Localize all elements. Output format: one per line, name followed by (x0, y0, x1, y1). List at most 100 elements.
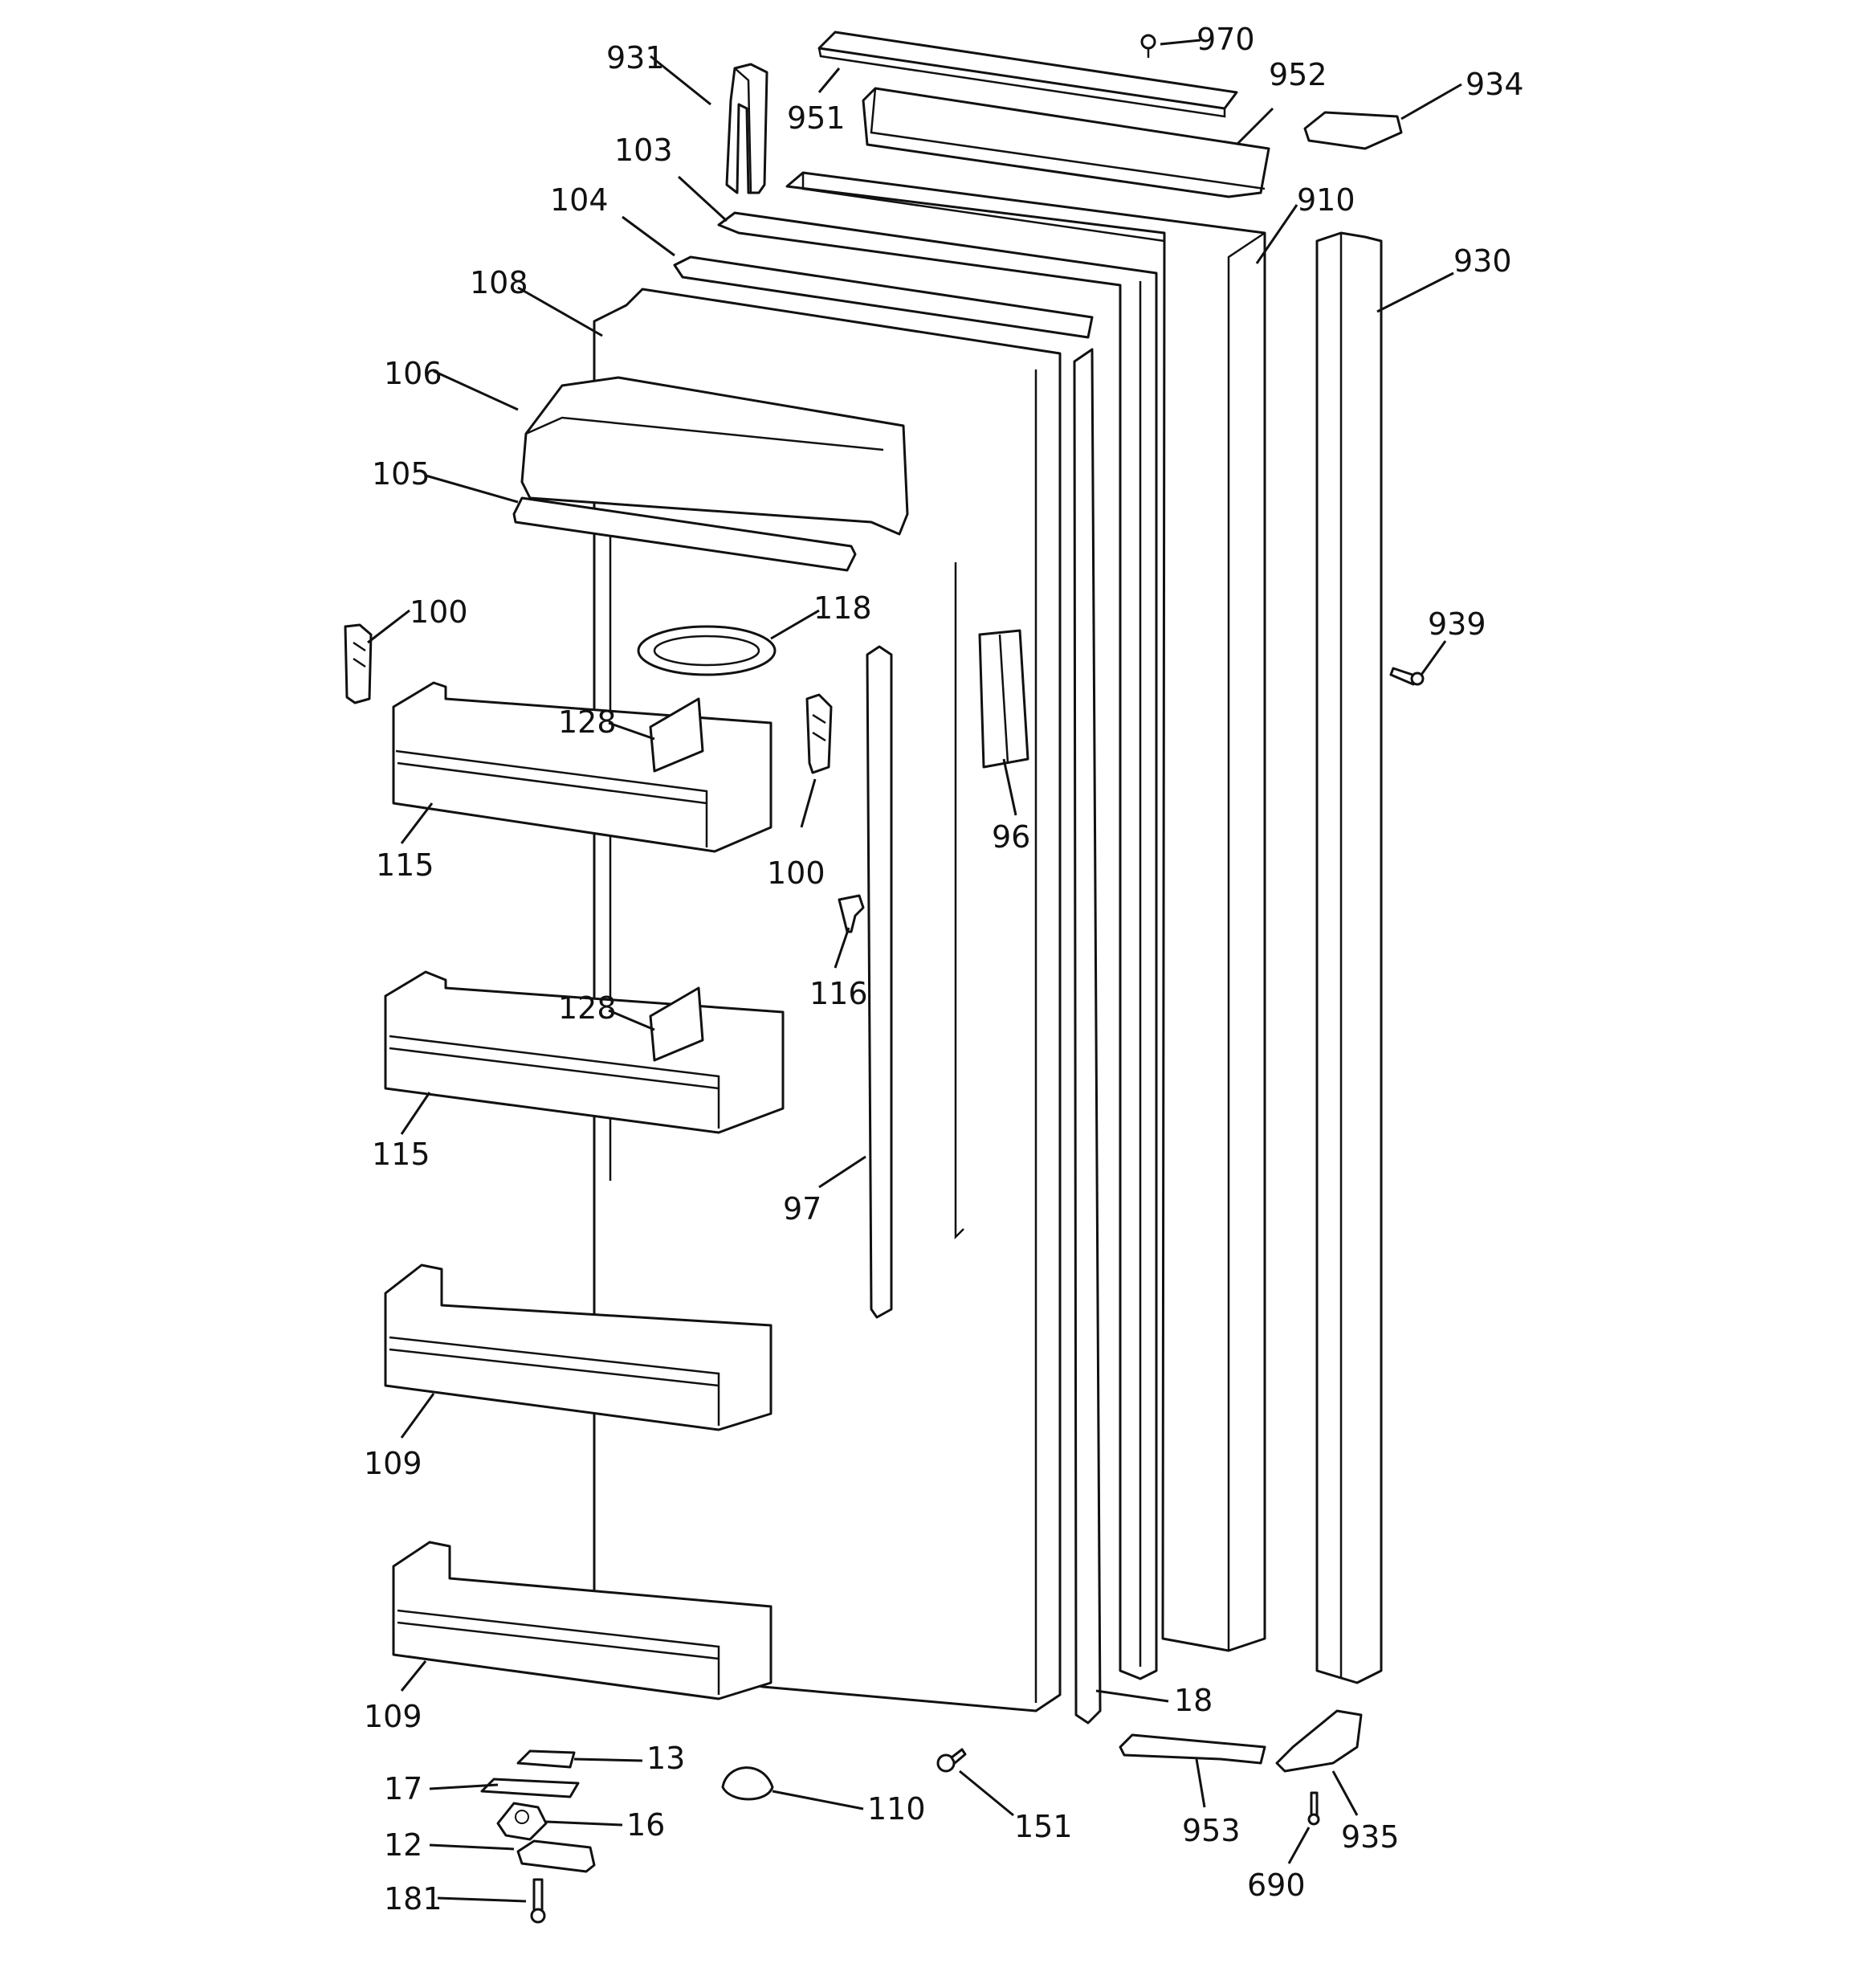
callout-108: 108 (470, 265, 528, 300)
part-96-tape (978, 629, 1029, 769)
callout-103: 103 (614, 133, 673, 168)
callout-931: 931 (606, 40, 665, 76)
part-181-screw (530, 1878, 546, 1924)
part-110-plug (721, 1766, 774, 1801)
part-910-outer-door (785, 171, 1266, 1652)
callout-118: 118 (813, 590, 872, 626)
part-951-top-trim (817, 31, 1238, 118)
part-115-bin-upper (392, 681, 773, 853)
leader-115b (400, 1092, 431, 1135)
callout-115a: 115 (376, 847, 434, 883)
callout-13: 13 (646, 1741, 685, 1776)
leader-97 (818, 1155, 866, 1189)
part-115-bin-lower (384, 970, 785, 1134)
part-931-hinge-cover (725, 63, 768, 194)
leader-96 (1002, 758, 1017, 816)
part-935-end-cap (1275, 1709, 1363, 1773)
leader-939 (1420, 640, 1447, 676)
leader-930 (1376, 271, 1454, 313)
leader-109a (400, 1393, 435, 1439)
leader-12 (429, 1843, 515, 1851)
leader-110 (772, 1790, 864, 1810)
part-970-screw (1140, 34, 1156, 58)
part-934-end-cap (1303, 111, 1403, 150)
leader-151 (959, 1770, 1014, 1817)
leader-970 (1160, 39, 1201, 46)
callout-109b: 109 (364, 1699, 422, 1734)
callout-930: 930 (1453, 243, 1512, 279)
leader-931 (650, 55, 711, 106)
callout-116: 116 (809, 976, 868, 1011)
callout-128a: 128 (558, 704, 617, 740)
leader-952 (1235, 107, 1274, 146)
part-12-hinge-plate (516, 1839, 596, 1873)
callout-128b: 128 (558, 990, 617, 1026)
leader-16 (545, 1820, 623, 1827)
callout-181: 181 (384, 1881, 442, 1917)
leader-951 (817, 67, 841, 93)
leader-128a (608, 721, 655, 741)
part-953-bottom-trim (1119, 1733, 1266, 1765)
part-105-hinge-rail (512, 496, 857, 572)
callout-690: 690 (1247, 1868, 1306, 1903)
part-100-support-right (805, 693, 833, 774)
callout-952: 952 (1269, 57, 1327, 92)
part-116-door-stop (838, 894, 865, 933)
callout-939: 939 (1428, 606, 1486, 642)
part-103-gasket (717, 211, 1158, 1680)
callout-910: 910 (1297, 182, 1355, 218)
leader-100b (800, 778, 817, 828)
leader-105 (425, 474, 519, 504)
part-118-ring (637, 625, 777, 676)
leader-116 (834, 927, 850, 969)
leader-181 (437, 1896, 527, 1903)
callout-17: 17 (384, 1771, 422, 1806)
part-151-screw (936, 1748, 967, 1773)
leader-13 (573, 1757, 643, 1762)
leader-108 (517, 286, 603, 337)
callout-934: 934 (1466, 67, 1524, 102)
callout-953: 953 (1182, 1813, 1241, 1848)
part-930-handle (1315, 231, 1383, 1684)
leader-103 (677, 175, 728, 222)
callout-18: 18 (1174, 1683, 1213, 1718)
part-109-shelf-lower (392, 1541, 773, 1700)
part-100-support-left (344, 623, 373, 704)
callout-151: 151 (1014, 1809, 1073, 1844)
callout-100b: 100 (767, 855, 826, 891)
callout-935: 935 (1341, 1819, 1400, 1855)
callout-97: 97 (783, 1191, 821, 1227)
leader-690 (1287, 1827, 1311, 1864)
leader-953 (1195, 1758, 1206, 1808)
part-104-retainer (673, 255, 1094, 339)
leader-115a (400, 802, 434, 844)
leader-118 (770, 609, 820, 640)
leader-17 (429, 1783, 499, 1790)
leader-934 (1400, 83, 1462, 120)
callout-105: 105 (372, 456, 430, 492)
part-17-spacer (480, 1778, 580, 1798)
leader-910 (1255, 204, 1298, 264)
leader-935 (1331, 1770, 1359, 1816)
callout-951: 951 (787, 100, 846, 136)
callout-16: 16 (626, 1807, 665, 1843)
callout-109a: 109 (364, 1446, 422, 1481)
part-16-closer (496, 1802, 548, 1841)
callout-104: 104 (550, 182, 609, 218)
part-106-dairy-door (520, 376, 909, 536)
part-690-screw (1307, 1791, 1320, 1826)
leader-106 (433, 369, 519, 411)
part-109-shelf-upper (384, 1263, 773, 1431)
leader-104 (622, 215, 675, 257)
callout-970: 970 (1196, 22, 1255, 57)
part-952-handle-cap (862, 87, 1270, 198)
leader-128b (608, 1009, 655, 1031)
callout-106: 106 (384, 356, 442, 391)
callout-110: 110 (867, 1791, 926, 1827)
leader-109b (400, 1660, 427, 1692)
callout-96: 96 (992, 819, 1030, 855)
leader-100a (367, 609, 410, 644)
part-939-screw (1389, 667, 1425, 686)
part-18-gasket-strip (1073, 348, 1102, 1725)
